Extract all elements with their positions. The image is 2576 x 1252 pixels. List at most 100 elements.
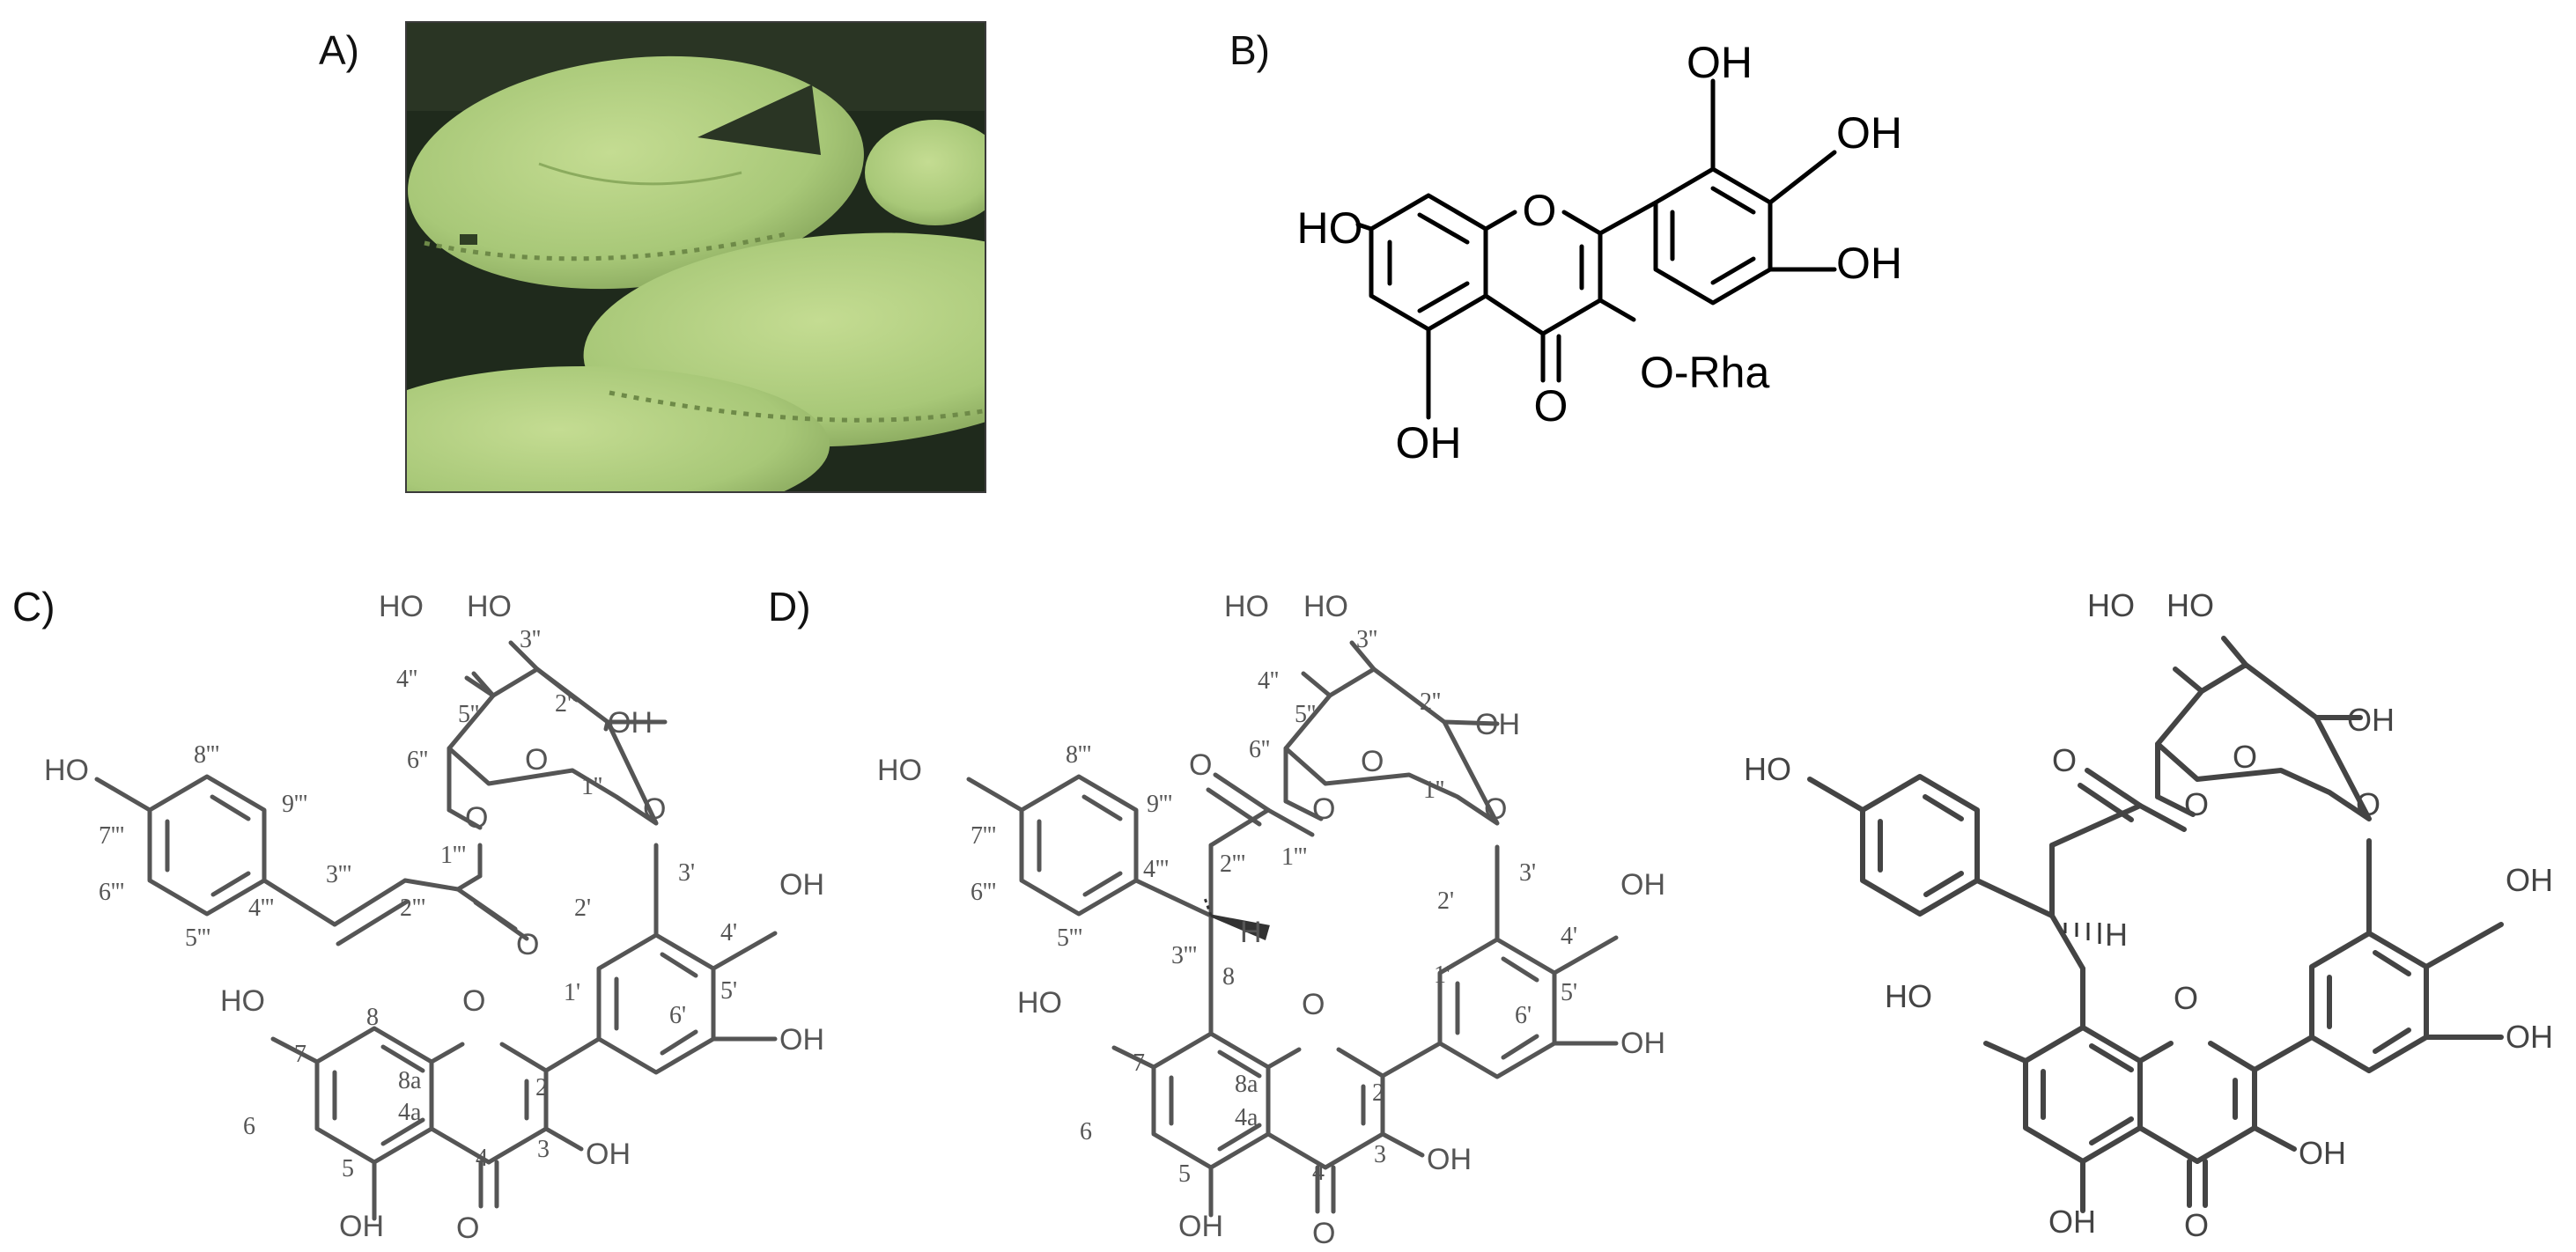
d2-carbonyl-o: O: [2184, 1207, 2209, 1243]
c-oh-5p: OH: [779, 1023, 824, 1057]
d2-oh-sugar2: OH: [2347, 702, 2395, 738]
d2-oh-5p: OH: [2506, 1019, 2553, 1055]
c-n9ppp: 9''': [282, 791, 307, 818]
c-oh-3: OH: [586, 1138, 631, 1171]
panel-d-label: D): [768, 584, 811, 630]
d-n2p: 2': [1437, 887, 1454, 915]
c-carbonyl-ester: O: [516, 928, 539, 961]
c-n4p: 4': [720, 919, 737, 946]
c-n6ppp: 6''': [99, 879, 124, 906]
c-n1p: 1': [564, 979, 580, 1006]
d-n3p: 3': [1519, 859, 1536, 887]
b-oh-4p: OH: [1836, 108, 1902, 158]
d-n4ppp: 4''': [1143, 856, 1169, 883]
panel-b-label: B): [1229, 27, 1270, 73]
c-n3p: 3': [678, 859, 695, 887]
d-ho-7: HO: [1017, 986, 1062, 1020]
d2-ho-7: HO: [1885, 978, 1932, 1014]
c-n5ppp: 5''': [185, 924, 210, 952]
c-ho-cinn: HO: [44, 754, 89, 787]
c-n3pp: 3'': [520, 626, 541, 653]
d-n2: 2: [1372, 1079, 1384, 1107]
c-n6pp: 6'': [407, 747, 428, 774]
b-oh-5: OH: [1396, 418, 1462, 468]
c-n2p: 2': [574, 895, 591, 922]
structure-d2: [1807, 636, 2504, 1213]
d2-ring-o: O: [2174, 980, 2198, 1016]
c-n1pp: 1'': [581, 773, 602, 800]
d2-ho-aryl: HO: [1744, 751, 1791, 787]
d2-stereo-hash: [2063, 923, 2101, 944]
d-carbonyl-o: O: [1312, 1217, 1335, 1250]
d-n1pp: 1'': [1423, 777, 1444, 804]
d-stereo-wedges: [1203, 897, 1270, 941]
d-n5p: 5': [1561, 979, 1577, 1006]
c-n5pp: 5'': [458, 701, 479, 728]
c-o-ester: O: [465, 801, 488, 835]
d-n7ppp: 7''': [971, 822, 996, 850]
d2-ring-o-sugar: O: [2233, 739, 2257, 775]
d-ho-sugar3: HO: [1303, 590, 1348, 623]
d2-oh-3: OH: [2299, 1135, 2346, 1171]
d-o-ester: O: [1312, 792, 1335, 826]
c-ring-o-sugar: O: [525, 743, 548, 777]
d-n5ppp: 5''': [1057, 924, 1082, 952]
d-wedge-h: [1210, 914, 1270, 941]
d2-carbonyl-ester: O: [2052, 742, 2077, 778]
d-n4a: 4a: [1235, 1104, 1258, 1131]
d-oh-5p: OH: [1620, 1027, 1665, 1060]
structure-d: [966, 640, 1619, 1218]
d-n4: 4: [1312, 1159, 1325, 1186]
c-n4a: 4a: [398, 1099, 422, 1126]
d-oh-4p: OH: [1620, 868, 1665, 902]
d-ho-sugar4: HO: [1224, 590, 1269, 623]
c-n3: 3: [537, 1136, 550, 1163]
d-n8ppp: 8''': [1066, 741, 1091, 769]
c-oh-sugar2: OH: [608, 706, 653, 740]
c-n2pp: 2'': [555, 690, 576, 718]
d2-ho-sugar4: HO: [2087, 587, 2135, 623]
d-n3ppp: 3''': [1171, 942, 1197, 969]
b-oh-3p: OH: [1687, 38, 1753, 87]
lily-pad-photo: [405, 21, 986, 493]
d2-o-glyco: O: [2356, 786, 2380, 822]
d-n8: 8: [1222, 963, 1235, 991]
d-o-glyco: O: [1484, 792, 1507, 826]
c-oh-4p: OH: [779, 868, 824, 902]
c-n5p: 5': [720, 977, 737, 1005]
d-oh-3: OH: [1427, 1143, 1472, 1176]
c-n7: 7: [294, 1041, 306, 1068]
d2-o-ester: O: [2184, 786, 2209, 822]
c-n5: 5: [342, 1155, 354, 1182]
structure-b: [1355, 78, 1837, 420]
d2-ho-sugar3: HO: [2166, 587, 2214, 623]
d-n9ppp: 9''': [1147, 791, 1172, 818]
d2-oh-5: OH: [2048, 1204, 2096, 1240]
d-n6p: 6': [1515, 1002, 1532, 1029]
c-n8a: 8a: [398, 1067, 422, 1094]
c-ho-sugar3: HO: [467, 590, 512, 623]
d2-h-stereo: H: [2105, 917, 2128, 953]
d-n4p: 4': [1561, 923, 1577, 950]
d-n6pp: 6'': [1249, 736, 1270, 763]
d-n1p: 1': [1434, 961, 1450, 989]
c-ho-7: HO: [220, 984, 265, 1018]
panel-a-label: A): [319, 27, 359, 73]
d-carbonyl-ester: O: [1189, 748, 1212, 782]
panel-c-label: C): [12, 584, 55, 630]
b-ring-o: O: [1523, 186, 1557, 235]
d-oh-sugar2: OH: [1475, 708, 1520, 741]
d-n3pp: 3'': [1356, 626, 1377, 653]
d-n6: 6: [1080, 1118, 1092, 1145]
c-n4: 4: [476, 1145, 488, 1172]
b-carbonyl-o: O: [1534, 381, 1568, 431]
d-ho-aryl: HO: [877, 754, 922, 787]
b-o-rha: O-Rha: [1640, 348, 1769, 397]
d-n4pp: 4'': [1258, 667, 1279, 695]
d-n5pp: 5'': [1295, 701, 1316, 728]
d-n6ppp: 6''': [971, 879, 996, 906]
c-n8: 8: [366, 1004, 379, 1031]
d-oh-5: OH: [1178, 1210, 1223, 1243]
c-o-glyco: O: [643, 792, 666, 826]
c-ho-sugar4: HO: [379, 590, 424, 623]
